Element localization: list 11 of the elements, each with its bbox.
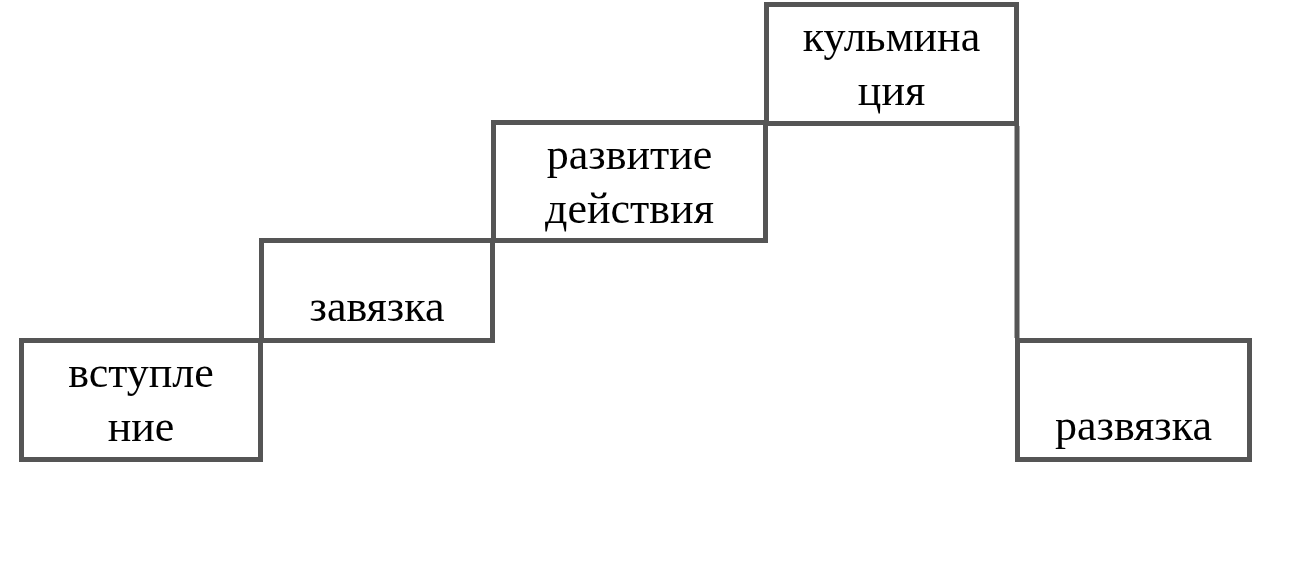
stage-label: кульмина ция bbox=[801, 11, 982, 117]
stage-box bbox=[1015, 338, 1252, 462]
stage-box bbox=[764, 2, 1019, 126]
stage-box bbox=[491, 120, 768, 243]
stage-label: развитие действия bbox=[544, 128, 715, 235]
stage-box bbox=[259, 238, 495, 343]
stage-label: развязка bbox=[1055, 400, 1212, 452]
stage-label: вступле ние bbox=[67, 347, 215, 453]
stage-box bbox=[19, 338, 263, 462]
stage-label: завязка bbox=[309, 281, 445, 333]
connector-line bbox=[1014, 126, 1020, 338]
